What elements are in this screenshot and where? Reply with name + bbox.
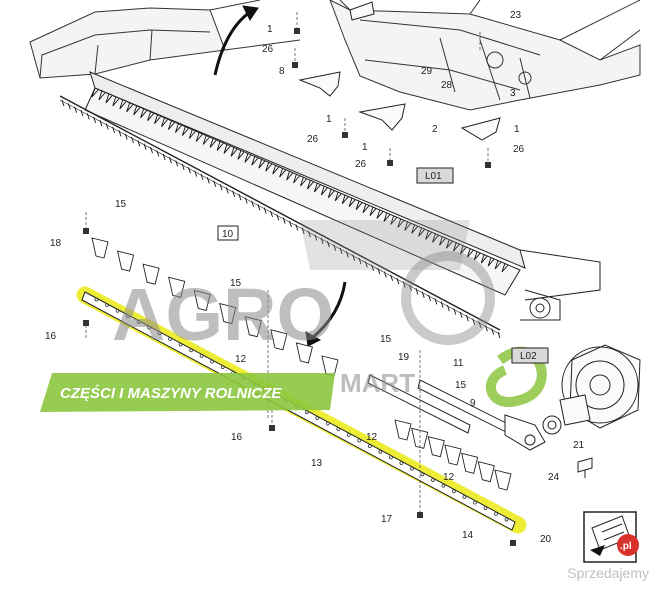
callout-23: 23 <box>510 10 522 21</box>
callout-16: 16 <box>231 432 243 443</box>
bolts <box>83 28 516 546</box>
callout-8: 8 <box>279 66 285 77</box>
callout-26: 26 <box>513 144 525 155</box>
label-l02: L02 <box>511 347 549 364</box>
callout-11: 11 <box>453 358 464 369</box>
callouts: 1 26 8 23 29 28 3 1 1 26 2 26 1 26 15 18… <box>45 10 585 545</box>
callout-26: 26 <box>355 159 367 170</box>
callout-20: 20 <box>540 534 552 545</box>
header-frame <box>29 0 641 111</box>
brand-watermark-tail: MART <box>340 368 415 398</box>
callout-28: 28 <box>441 80 453 91</box>
callout-10-box: 10 <box>217 225 239 241</box>
site-badge: .pl <box>617 534 639 556</box>
callout-12: 12 <box>443 472 455 483</box>
callout-14: 14 <box>462 530 474 541</box>
callout-13: 13 <box>311 458 323 469</box>
site-watermark: Sprzedajemy <box>567 565 649 581</box>
callout-10: 10 <box>222 229 234 240</box>
callout-26: 26 <box>307 134 319 145</box>
callout-3: 3 <box>510 88 516 99</box>
label-l01: L01 <box>416 167 454 184</box>
callout-26: 26 <box>262 44 274 55</box>
callout-29: 29 <box>421 66 433 77</box>
callout-24: 24 <box>548 472 560 483</box>
cutter-bar-assembly <box>59 71 601 339</box>
callout-9: 9 <box>470 398 476 409</box>
callout-12: 12 <box>235 354 247 365</box>
callout-15: 15 <box>455 380 467 391</box>
site-badge-text: .pl <box>620 541 632 552</box>
green-banner: CZĘŚCI I MASZYNY ROLNICZE <box>40 373 335 412</box>
callout-17: 17 <box>381 514 393 525</box>
callout-2: 2 <box>432 124 438 135</box>
knife-drive <box>542 344 641 478</box>
callout-1: 1 <box>362 142 368 153</box>
callout-12: 12 <box>366 432 378 443</box>
callout-15: 15 <box>115 199 127 210</box>
callout-16: 16 <box>45 331 57 342</box>
brand-watermark-text: AGRO <box>112 273 334 356</box>
callout-21: 21 <box>573 440 585 451</box>
callout-1: 1 <box>514 124 520 135</box>
direction-arrows <box>213 5 347 347</box>
callout-1: 1 <box>326 114 332 125</box>
callout-18: 18 <box>50 238 62 249</box>
callout-15: 15 <box>380 334 392 345</box>
label-l01-text: L01 <box>425 171 442 182</box>
callout-15: 15 <box>230 278 242 289</box>
banner-text: CZĘŚCI I MASZYNY ROLNICZE <box>60 384 282 402</box>
guard-sections-top <box>298 1 501 141</box>
label-l02-text: L02 <box>520 351 537 362</box>
callout-19: 19 <box>398 352 410 363</box>
brand-watermark: AGRO MART <box>112 220 547 407</box>
callout-1: 1 <box>267 24 273 35</box>
